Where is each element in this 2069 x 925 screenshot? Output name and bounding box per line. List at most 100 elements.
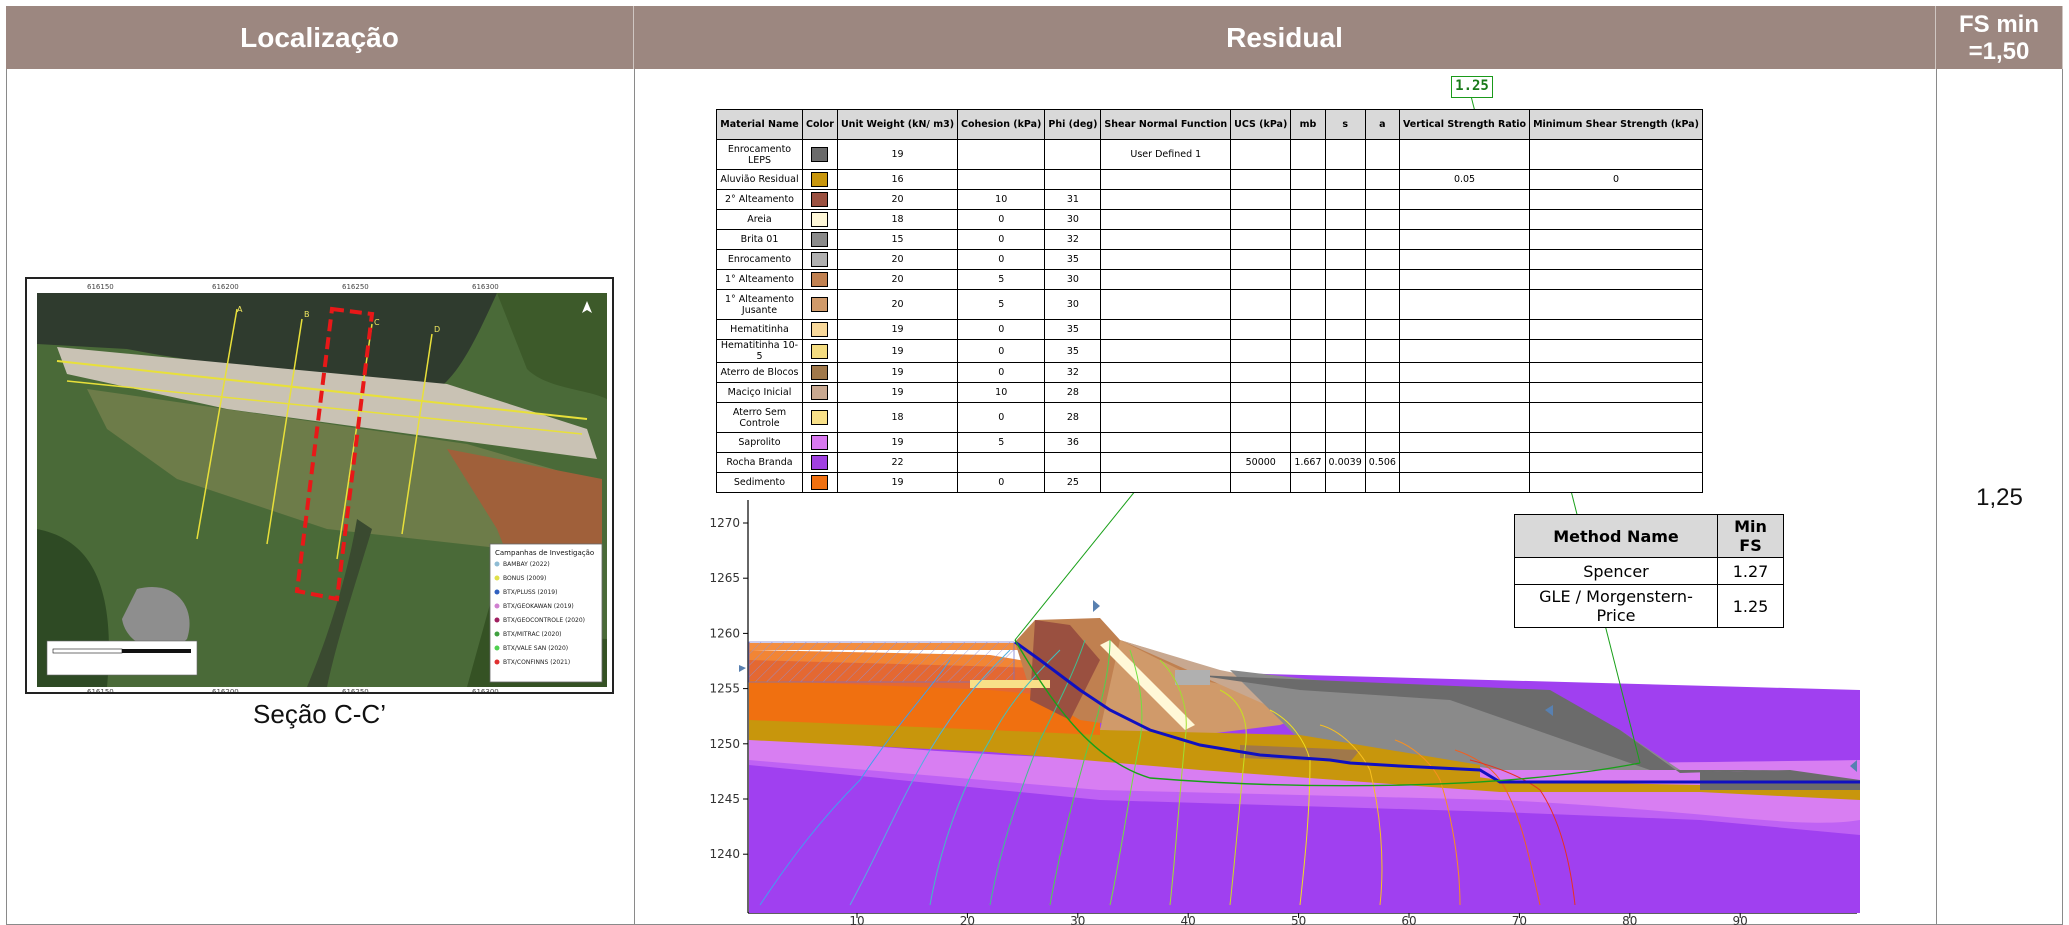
section-label-a: A (237, 305, 243, 314)
material-vsr-cell (1398, 229, 1531, 250)
material-snf-cell (1100, 362, 1232, 383)
map-caption: Seção C-C’ (253, 699, 386, 729)
material-a-cell (1364, 169, 1400, 190)
material-ucs-cell (1230, 189, 1292, 210)
material-color-swatch (811, 385, 829, 400)
map-grid-bottom-4: 616300 (472, 688, 499, 694)
material-color-cell (802, 229, 838, 250)
material-ucs-cell (1230, 432, 1292, 453)
fs-min-value: 1,25 (1976, 484, 2023, 511)
material-coh-cell: 5 (957, 269, 1046, 290)
material-mb-cell (1290, 169, 1326, 190)
material-snf-cell (1100, 319, 1232, 340)
material-mss-cell (1529, 382, 1703, 403)
material-mb-cell (1290, 362, 1326, 383)
header-fs-min-line1: FS min (1958, 10, 2039, 38)
material-name: Aterro de Blocos (716, 362, 803, 383)
material-color-cell (802, 432, 838, 453)
material-uw-cell: 20 (836, 269, 959, 290)
material-phi-cell: 35 (1044, 319, 1102, 340)
material-name: 2° Alteamento (716, 189, 803, 210)
method-header-name: Method Name (1514, 514, 1718, 558)
critical-slip-surface (1014, 639, 1641, 787)
material-snf-cell (1100, 289, 1232, 320)
x-tick-label: 60 (1401, 914, 1416, 925)
material-vsr-cell (1398, 189, 1531, 210)
material-mss-cell (1529, 362, 1703, 383)
map-grid-top-2: 616200 (212, 283, 239, 291)
material-vsr-cell (1398, 249, 1531, 270)
material-s-cell (1324, 339, 1366, 363)
location-map: A B C D 616150 616200 616250 616300 6161… (25, 277, 614, 694)
material-mss-cell (1529, 452, 1703, 473)
material-snf-cell: User Defined 1 (1100, 139, 1232, 170)
map-grid-bottom-1: 616150 (87, 688, 114, 694)
material-phi-cell: 30 (1044, 289, 1102, 320)
material-name: Areia (716, 209, 803, 230)
material-color-cell (802, 382, 838, 403)
method-header-fs: Min FS (1717, 514, 1784, 558)
material-vsr-cell (1398, 269, 1531, 290)
material-color-cell (802, 452, 838, 473)
material-ucs-cell (1230, 472, 1292, 493)
material-phi-cell (1044, 452, 1102, 473)
y-tick-label: 1255 (709, 682, 740, 696)
material-snf-cell (1100, 472, 1232, 493)
material-a-cell (1364, 139, 1400, 170)
material-name: Hematitinha 10-5 (716, 339, 803, 363)
material-snf-cell (1100, 189, 1232, 210)
material-s-cell (1324, 209, 1366, 230)
material-uw-cell: 19 (836, 472, 959, 493)
legend-marker (494, 631, 500, 637)
material-mb-cell (1290, 432, 1326, 453)
section-label-c: C (374, 318, 380, 327)
material-a-cell (1364, 432, 1400, 453)
material-vsr-cell (1398, 339, 1531, 363)
material-color-cell (802, 339, 838, 363)
legend-marker (494, 659, 500, 665)
material-snf-cell (1100, 339, 1232, 363)
material-coh-cell: 0 (957, 319, 1046, 340)
material-name: Hematitinha (716, 319, 803, 340)
material-uw-cell: 19 (836, 139, 959, 170)
material-mss-cell (1529, 229, 1703, 250)
x-tick-label: 80 (1622, 914, 1637, 925)
reservoir-water (748, 641, 1015, 683)
material-vsr-cell (1398, 209, 1531, 230)
material-name: Aluvião Residual (716, 169, 803, 190)
material-color-swatch (811, 272, 829, 287)
map-legend-title: Campanhas de Investigação (495, 549, 594, 557)
material-s-cell (1324, 472, 1366, 493)
phreatic-line (1014, 640, 1860, 784)
column-divider-2 (1936, 69, 1937, 925)
legend-marker (494, 561, 500, 567)
material-s-cell (1324, 229, 1366, 250)
materials-header-cell: UCS (kPa) (1230, 109, 1292, 140)
material-mss-cell (1529, 432, 1703, 453)
legend-label: BTX/CONFINNS (2021) (503, 659, 570, 666)
legend-label: BTX/PLUSS (2019) (503, 589, 557, 596)
x-tick-label: 90 (1733, 914, 1748, 925)
material-phi-cell: 35 (1044, 249, 1102, 270)
fs-tag: 1.25 (1451, 76, 1493, 98)
material-coh-cell (957, 452, 1046, 473)
material-coh-cell: 0 (957, 229, 1046, 250)
material-mb-cell (1290, 269, 1326, 290)
materials-header-cell: Material Name (716, 109, 803, 140)
material-snf-cell (1100, 169, 1232, 190)
map-grid-bottom-2: 616200 (212, 688, 239, 694)
layer-aterro-de-blocos (1240, 745, 1360, 762)
material-ucs-cell (1230, 229, 1292, 250)
material-name: Enrocamento LEPS (716, 139, 803, 170)
material-ucs-cell (1230, 269, 1292, 290)
material-color-swatch (811, 365, 829, 380)
material-s-cell (1324, 432, 1366, 453)
material-mss-cell (1529, 289, 1703, 320)
materials-header-cell: Phi (deg) (1044, 109, 1102, 140)
material-mb-cell (1290, 139, 1326, 170)
legend-label: BONUS (2009) (503, 575, 546, 582)
material-phi-cell: 25 (1044, 472, 1102, 493)
